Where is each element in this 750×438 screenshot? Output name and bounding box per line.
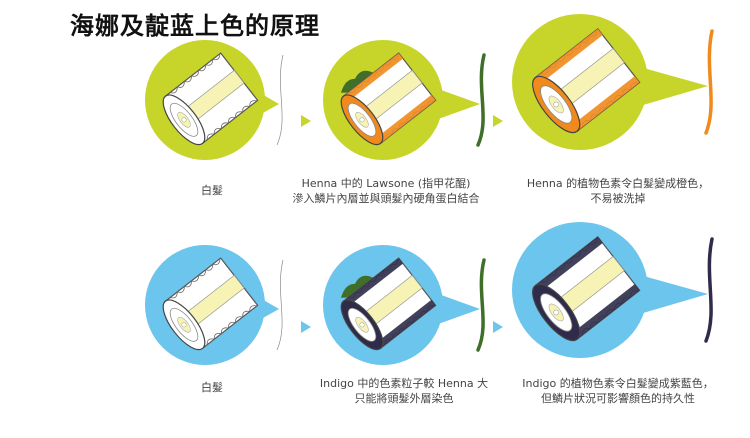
hair-strand (478, 260, 484, 350)
indigo-stage-2 (323, 245, 484, 365)
indigo-stage-3 (512, 222, 712, 358)
indigo-stage-1 (145, 245, 283, 365)
henna-stage-1-caption: 白髮 (201, 183, 223, 198)
caption-line: 滲入鱗片內層並與頭髮內硬角蛋白結合 (293, 191, 480, 206)
henna-stage-2-caption: Henna 中的 Lawsone (指甲花醌)滲入鱗片內層並與頭髮內硬角蛋白結合 (293, 176, 480, 206)
caption-line: Henna 中的 Lawsone (指甲花醌) (293, 176, 480, 191)
hair-strand (478, 55, 484, 145)
indigo-stage-3-caption: Indigo 的植物色素令白髮變成紫藍色，但鱗片狀況可影響顏色的持久性 (522, 376, 713, 406)
indigo-arrow-1-icon (301, 321, 311, 333)
caption-line: Indigo 的植物色素令白髮變成紫藍色， (522, 376, 713, 391)
hair-strand (277, 55, 283, 145)
indigo-stage-2-caption: Indigo 中的色素粒子較 Henna 大只能將頭髮外層染色 (320, 376, 488, 406)
caption-line: 不易被洗掉 (527, 191, 709, 206)
indigo-arrow-2-icon (493, 321, 503, 333)
henna-stage-2 (323, 40, 484, 160)
hair-strand (706, 239, 712, 341)
henna-stage-3 (512, 14, 712, 150)
caption-line: 但鱗片狀況可影響顏色的持久性 (522, 391, 713, 406)
henna-stage-1 (145, 40, 283, 160)
henna-arrow-1-icon (301, 115, 311, 127)
caption-line: Indigo 中的色素粒子較 Henna 大 (320, 376, 488, 391)
caption-line: 只能將頭髮外層染色 (320, 391, 488, 406)
henna-stage-3-caption: Henna 的植物色素令白髮變成橙色，不易被洗掉 (527, 176, 709, 206)
caption-line: Henna 的植物色素令白髮變成橙色， (527, 176, 709, 191)
hair-strand (277, 260, 283, 350)
indigo-stage-1-caption: 白髮 (201, 380, 223, 395)
henna-arrow-2-icon (493, 115, 503, 127)
caption-line: 白髮 (201, 183, 223, 198)
caption-line: 白髮 (201, 380, 223, 395)
hair-strand (706, 31, 712, 133)
